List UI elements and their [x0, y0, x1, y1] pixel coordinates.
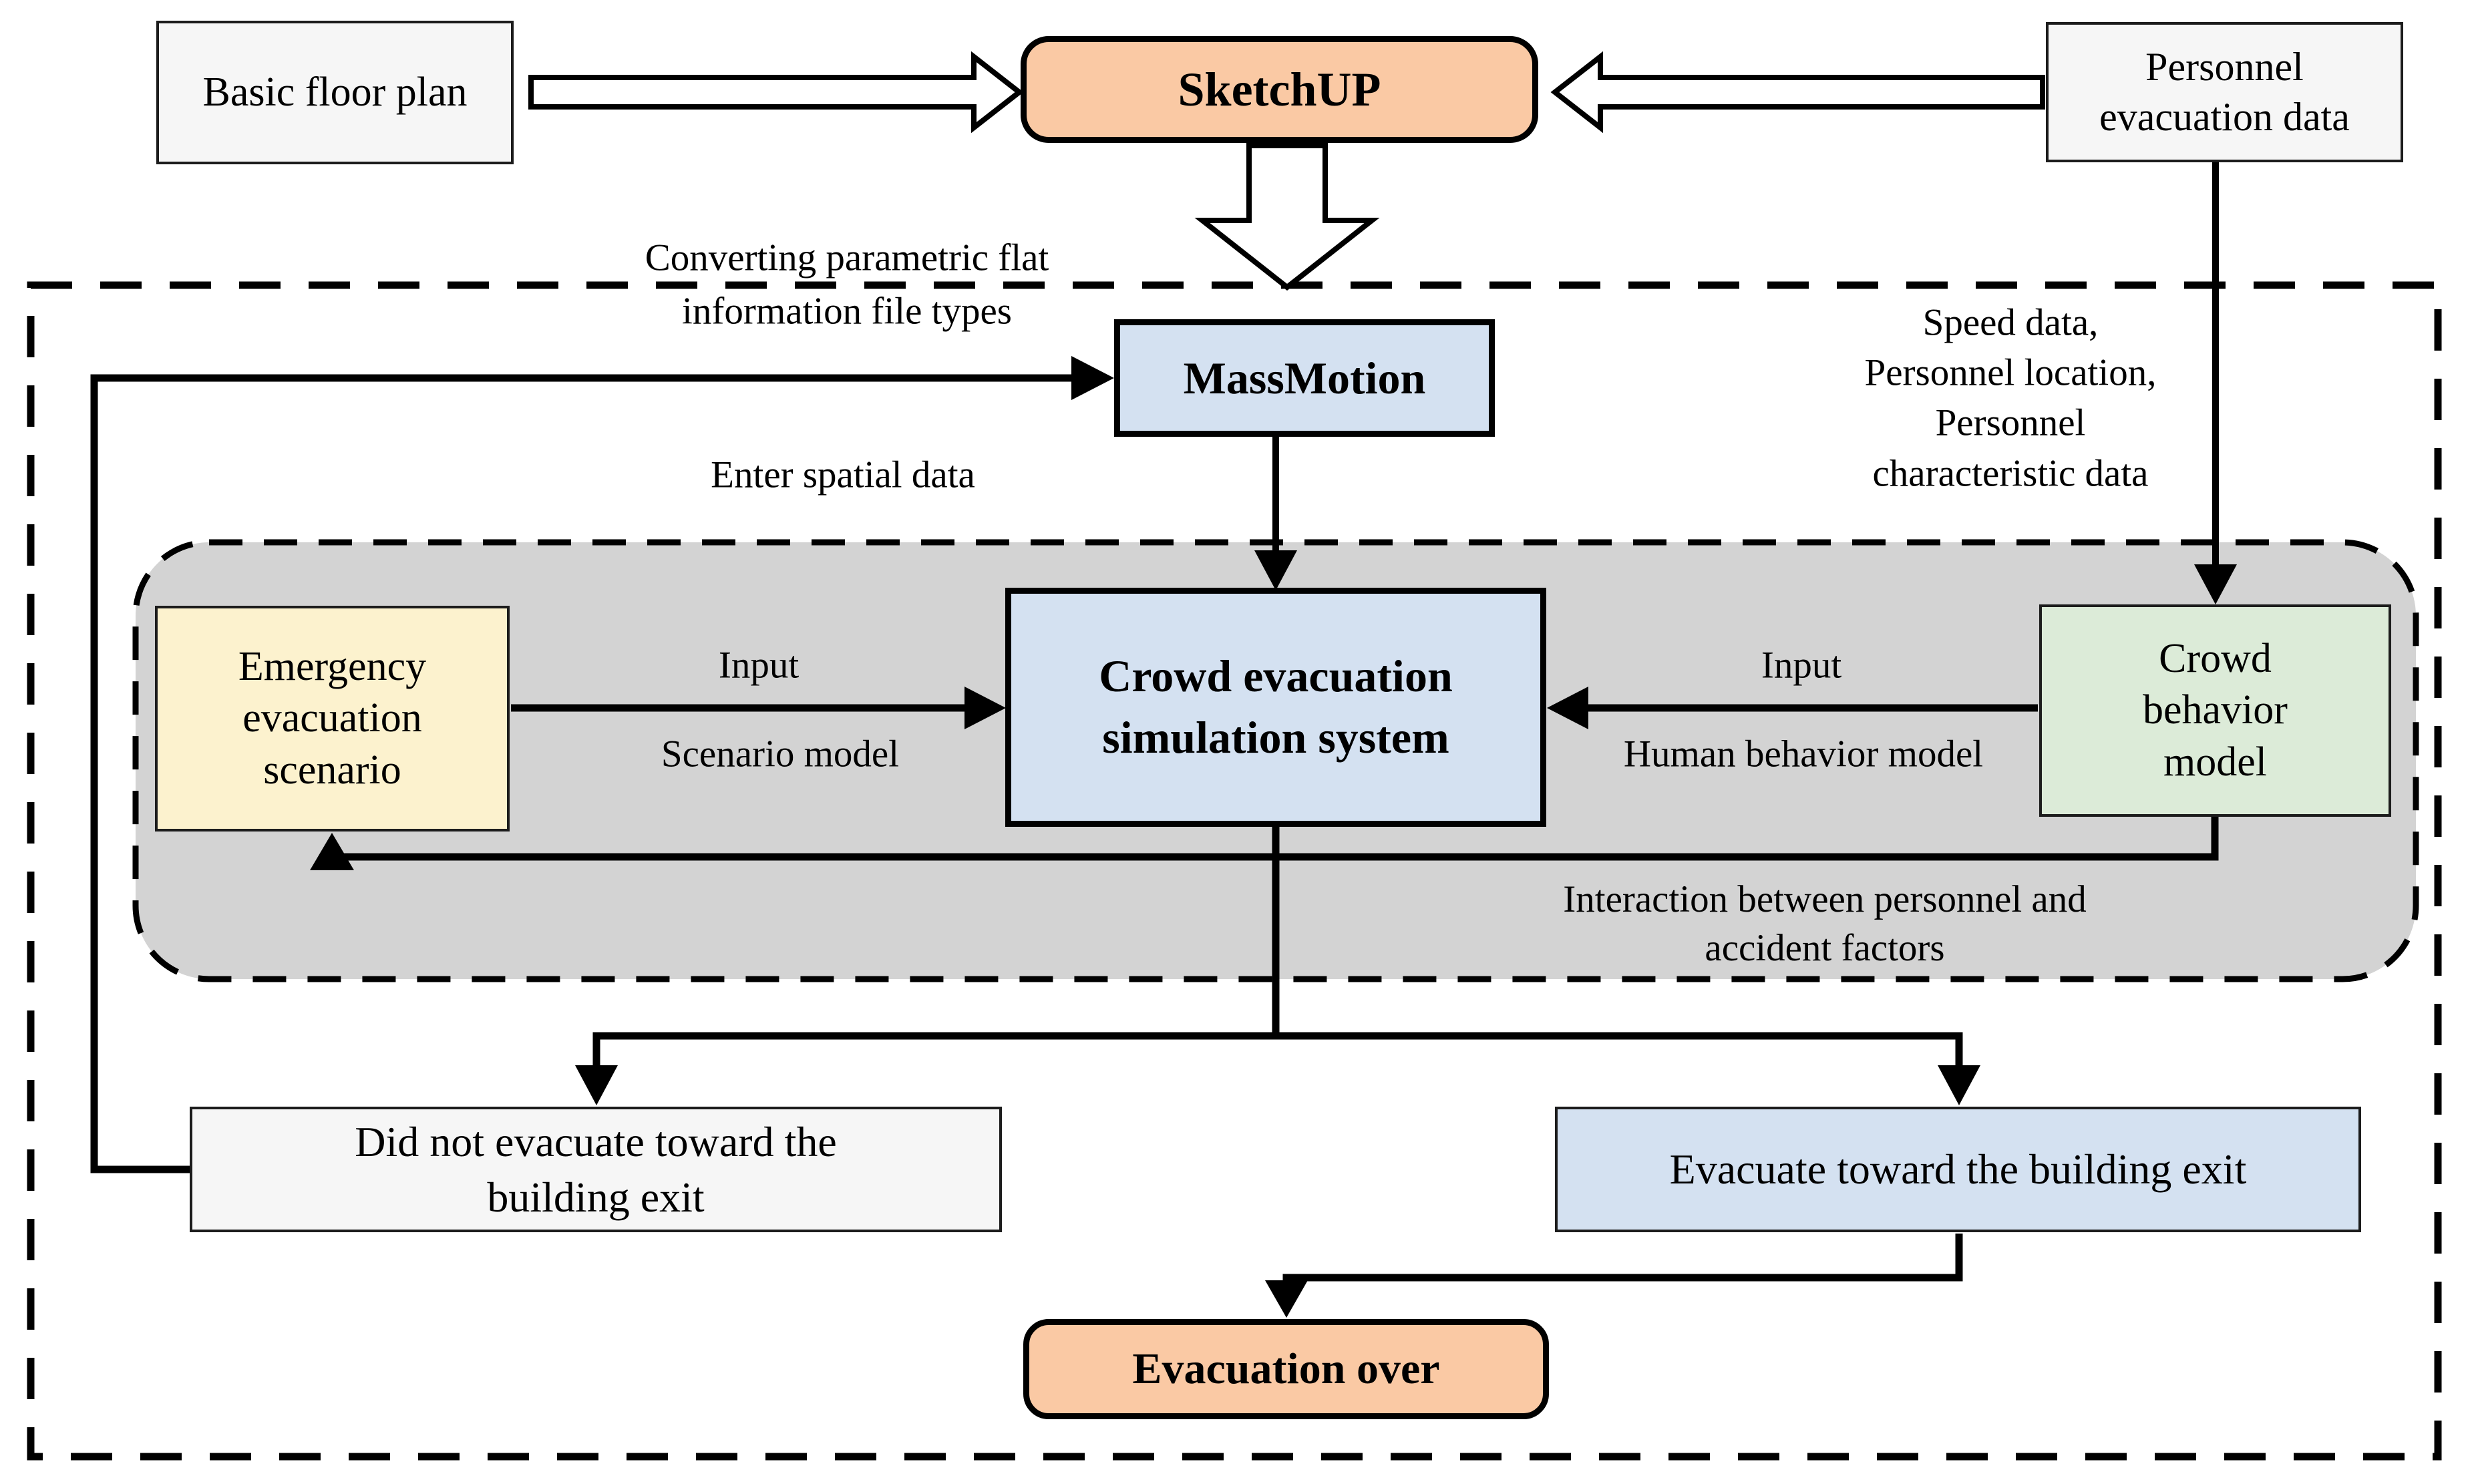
node-crowd-evacuation-simulation-system: Crowd evacuation simulation system	[1005, 588, 1546, 827]
outer-dashed-frame	[27, 281, 2442, 1461]
node-evacuate-toward-exit: Evacuate toward the building exit	[1555, 1107, 2361, 1232]
arrowhead-into-simsys-top	[1254, 550, 1297, 590]
label-converting-line1: Converting parametric flat	[645, 236, 1049, 279]
hollow-arrow-basic-to-sketchup	[528, 51, 1024, 134]
label-human-behavior-model: Human behavior model	[1623, 733, 1984, 775]
arrowhead-input-right	[1547, 687, 1588, 729]
node-massmotion: MassMotion	[1114, 319, 1495, 437]
arrowhead-into-evacexit	[1938, 1065, 1980, 1105]
label-speed-data: Speed data, Personnel location, Personne…	[1864, 301, 2157, 495]
label-input-left: Input	[718, 644, 800, 687]
label-scenario-model: Scenario model	[661, 733, 900, 775]
arrowhead-into-evacover	[1265, 1280, 1308, 1318]
arrowhead-into-massmotion	[1071, 356, 1114, 400]
connector-simsys-split	[592, 827, 1280, 1070]
node-personnel-evacuation-data: Personnel evacuation data	[2046, 22, 2403, 162]
node-basic-floor-plan: Basic floor plan	[156, 21, 514, 164]
arrowhead-into-scenario-bottom	[310, 833, 354, 870]
arrowhead-into-behavior-top	[2194, 564, 2237, 604]
connector-feedback-to-massmotion	[90, 374, 1095, 1173]
label-interaction: Interaction between personnel and accide…	[1563, 878, 2087, 969]
label-converting-line2: information file types	[682, 290, 1012, 333]
node-sketchup: SketchUP	[1021, 36, 1538, 143]
node-evacuation-over: Evacuation over	[1023, 1319, 1549, 1419]
node-did-not-evacuate: Did not evacuate toward the building exi…	[190, 1107, 1002, 1232]
connector-exit-to-over	[1282, 1234, 1963, 1286]
hollow-arrow-sketchup-down	[1194, 143, 1380, 291]
arrowhead-input-left	[964, 687, 1006, 729]
node-crowd-behavior-model: Crowd behavior model	[2039, 604, 2391, 817]
label-enter-spatial-data: Enter spatial data	[711, 453, 975, 496]
connector-split-right	[1276, 1032, 1963, 1070]
hollow-arrow-personnel-to-sketchup	[1550, 51, 2045, 134]
label-input-right: Input	[1761, 644, 1842, 687]
arrowhead-into-didnot	[575, 1065, 618, 1105]
node-emergency-evacuation-scenario: Emergency evacuation scenario	[155, 606, 510, 831]
